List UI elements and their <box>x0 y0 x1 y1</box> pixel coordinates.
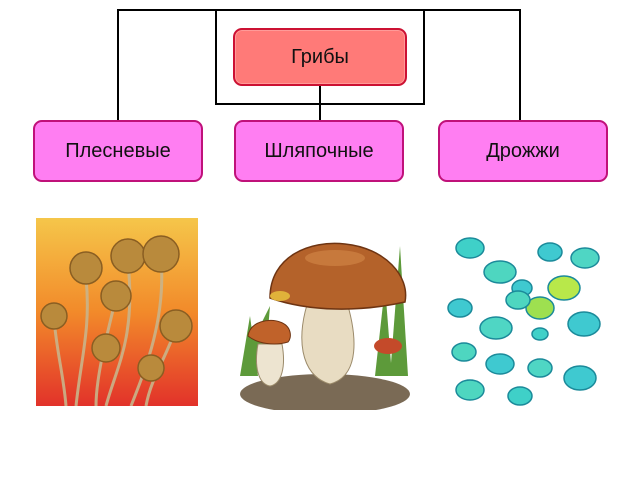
child-node-cap: Шляпочные <box>234 120 404 182</box>
child-label-mold: Плесневые <box>65 139 171 162</box>
root-label: Грибы <box>291 45 349 68</box>
yeast-image <box>440 228 610 410</box>
child-node-mold: Плесневые <box>33 120 203 182</box>
child-label-cap: Шляпочные <box>264 139 374 162</box>
child-node-yeast: Дрожжи <box>438 120 608 182</box>
child-label-yeast: Дрожжи <box>486 139 560 162</box>
root-node: Грибы <box>233 28 407 86</box>
mushroom-image <box>240 226 410 410</box>
mold-image <box>36 218 198 406</box>
